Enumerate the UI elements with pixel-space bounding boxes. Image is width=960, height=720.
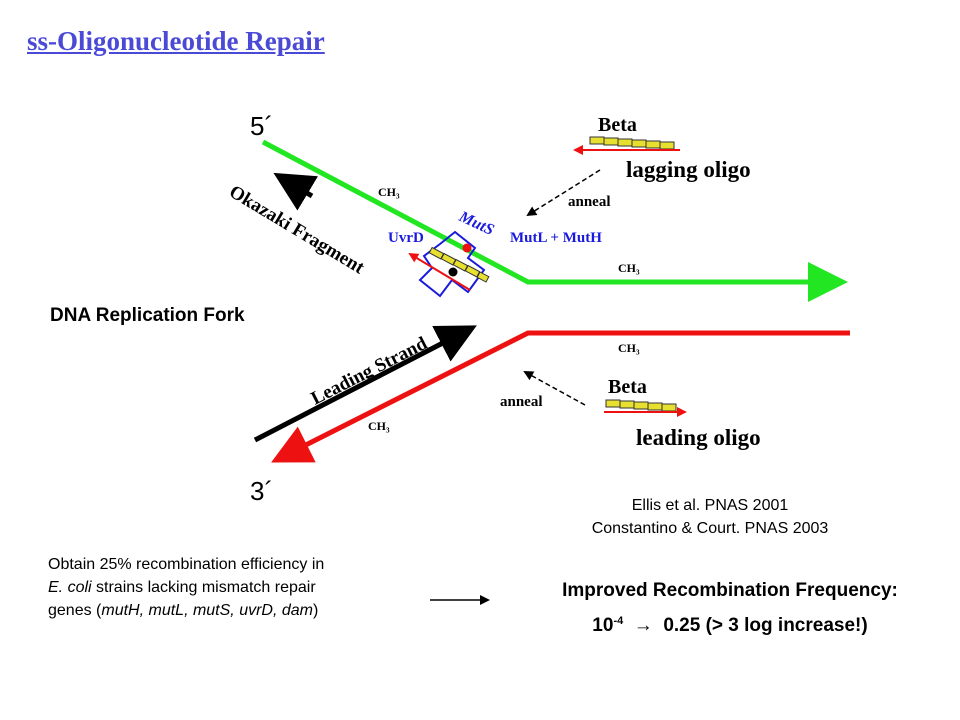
green-strand	[261, 139, 848, 302]
result-arrow: →	[633, 615, 653, 636]
note-line: genes (mutH, mutL, mutS, uvrD, dam)	[48, 599, 428, 622]
fork-label: DNA Replication Fork	[50, 305, 245, 326]
okazaki-fragment-label: Okazaki Fragment	[225, 181, 368, 278]
ch3-okazaki-label: CH₃	[378, 185, 400, 199]
note-text-fragment: genes (	[48, 602, 102, 619]
anneal-top-label: anneal	[568, 194, 611, 210]
mutl-muth-label: MutL + MutH	[510, 230, 602, 246]
note-text: Obtain 25% recombination efficiency in E…	[48, 553, 428, 622]
beta-bottom-label: Beta	[608, 376, 647, 398]
beta-top-label: Beta	[598, 114, 637, 136]
beta-protein-top	[589, 136, 675, 150]
okazaki-arrow	[273, 172, 319, 211]
ch3-leading-label: CH₃	[368, 419, 390, 433]
note-line: E. coli strains lacking mismatch repair	[48, 576, 428, 599]
result-heading: Improved Recombination Frequency:	[562, 580, 898, 601]
references: Ellis et al. PNAS 2001 Constantino & Cou…	[540, 494, 880, 540]
result-value: 10-4 → 0.25 (> 3 log increase!)	[500, 606, 960, 641]
lagging-oligo-label: lagging oligo	[626, 157, 751, 182]
result-block: Improved Recombination Frequency: 10-4 →…	[500, 576, 960, 641]
three-prime-label: 3´	[250, 476, 273, 506]
mismatch-repair-complex	[418, 230, 490, 298]
leading-strand-label: Leading Strand	[308, 333, 431, 410]
note-gene-list: mutH, mutL, mutS, uvrD, dam	[101, 602, 313, 619]
page-title: ss-Oligonucleotide Repair	[27, 26, 325, 56]
ch3-green-label: CH₃	[618, 261, 640, 275]
result-exponent: -4	[613, 615, 624, 627]
anneal-top-arrow	[526, 169, 601, 217]
beta-protein-bottom	[605, 399, 677, 412]
ch3-red-label: CH₃	[618, 341, 640, 355]
reference-item: Ellis et al. PNAS 2001	[631, 497, 789, 514]
note-text-fragment: strains lacking mismatch repair	[91, 579, 316, 596]
muts-label: MutS	[455, 208, 496, 239]
note-organism: E. coli	[48, 579, 92, 596]
note-line: Obtain 25% recombination efficiency in	[48, 556, 325, 573]
note-text-fragment: )	[312, 602, 319, 619]
red-strand	[271, 330, 850, 463]
five-prime-label: 5´	[250, 111, 273, 141]
uvrd-red-arrow	[408, 252, 471, 291]
uvrd-label: UvrD	[388, 230, 424, 246]
reference-item: Constantino & Court. PNAS 2003	[591, 520, 829, 537]
leading-strand-arrow	[253, 325, 477, 443]
anneal-bottom-label: anneal	[500, 394, 543, 410]
result-rest: 0.25 (> 3 log increase!)	[658, 615, 868, 636]
leading-oligo-label: leading oligo	[636, 425, 761, 450]
result-base: 10	[592, 615, 614, 636]
anneal-bottom-arrow	[523, 371, 586, 406]
